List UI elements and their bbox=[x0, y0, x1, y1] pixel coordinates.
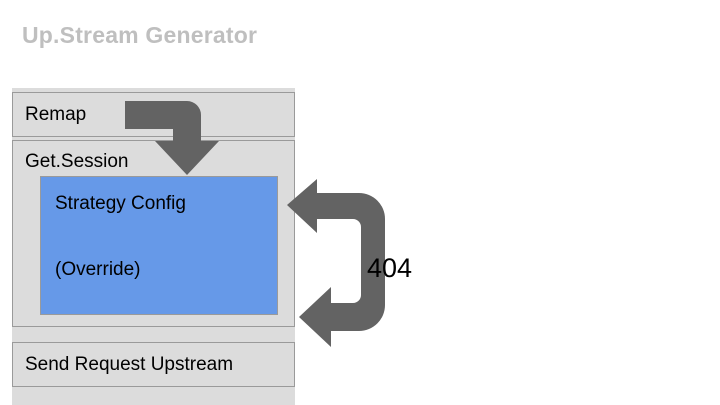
status-code-label: 404 bbox=[367, 253, 413, 283]
block-strategy-config-label: Strategy Config bbox=[55, 193, 186, 214]
arrow-remap-to-getsession-icon bbox=[125, 101, 219, 175]
page-title: Up.Stream Generator bbox=[22, 22, 258, 48]
block-strategy-config[interactable]: Strategy Config (Override) bbox=[40, 176, 278, 315]
block-get-session-label: Get.Session bbox=[25, 151, 129, 172]
block-send-request-upstream[interactable]: Send Request Upstream bbox=[12, 342, 295, 387]
block-strategy-override-label: (Override) bbox=[55, 259, 141, 280]
block-remap-label: Remap bbox=[25, 103, 87, 125]
block-send-request-label: Send Request Upstream bbox=[25, 353, 234, 375]
arrow-send-to-strategy-icon bbox=[287, 179, 385, 347]
